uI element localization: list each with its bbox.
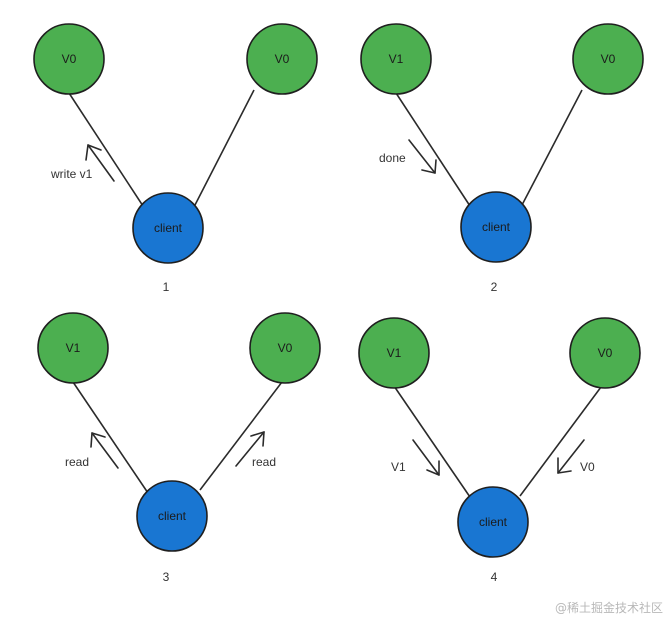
server-node-left-label: V1 xyxy=(389,52,404,66)
server-node-left xyxy=(37,312,109,384)
arrow-left-label: done xyxy=(379,151,406,165)
arrow-left-label: read xyxy=(65,455,89,469)
edge-right xyxy=(519,382,605,497)
arrow-left-up xyxy=(90,432,119,469)
panel-1: V0 V0 client write v1 1 xyxy=(33,23,318,294)
server-node-left xyxy=(358,317,430,389)
panel-3: V1 V0 client read read 3 xyxy=(37,312,321,584)
arrow-right-down xyxy=(557,439,585,474)
client-node-label: client xyxy=(482,220,511,234)
server-node-right-label: V0 xyxy=(598,346,613,360)
edge-left xyxy=(393,385,471,498)
client-node xyxy=(132,192,204,264)
edge-left xyxy=(72,381,149,494)
server-node-right-label: V0 xyxy=(601,52,616,66)
arrow-right-up xyxy=(235,431,265,467)
server-node-left xyxy=(33,23,105,95)
arrow-left-down xyxy=(412,439,440,476)
arrow-left-up xyxy=(85,144,115,182)
watermark: @稀土掘金技术社区 xyxy=(555,600,663,615)
client-node xyxy=(460,191,532,263)
server-node-left-label: V1 xyxy=(387,346,402,360)
server-node-right-label: V0 xyxy=(278,341,293,355)
server-node-right-label: V0 xyxy=(275,52,290,66)
step-number: 3 xyxy=(163,570,170,584)
arrow-left-label: V1 xyxy=(391,460,406,474)
server-node-right xyxy=(249,312,321,384)
client-node-label: client xyxy=(154,221,183,235)
arrow-left-down xyxy=(408,139,437,174)
edge-left xyxy=(68,92,144,207)
server-node-right xyxy=(572,23,644,95)
panel-4: V1 V0 client V1 V0 4 xyxy=(358,317,641,584)
panel-2: V1 V0 client done 2 xyxy=(360,23,644,294)
edge-right xyxy=(521,89,583,206)
server-node-left-label: V1 xyxy=(66,341,81,355)
step-number: 1 xyxy=(163,280,170,294)
step-number: 4 xyxy=(491,570,498,584)
client-node xyxy=(457,486,529,558)
arrow-left-label: write v1 xyxy=(50,167,93,181)
server-node-right xyxy=(569,317,641,389)
step-number: 2 xyxy=(491,280,498,294)
arrow-right-label: V0 xyxy=(580,460,595,474)
server-node-left-label: V0 xyxy=(62,52,77,66)
client-node-label: client xyxy=(158,509,187,523)
edge-right xyxy=(194,89,255,206)
client-node xyxy=(136,480,208,552)
server-node-left xyxy=(360,23,432,95)
edge-right xyxy=(199,377,286,491)
edge-left xyxy=(395,92,471,207)
client-node-label: client xyxy=(479,515,508,529)
server-node-right xyxy=(246,23,318,95)
arrow-right-label: read xyxy=(252,455,276,469)
